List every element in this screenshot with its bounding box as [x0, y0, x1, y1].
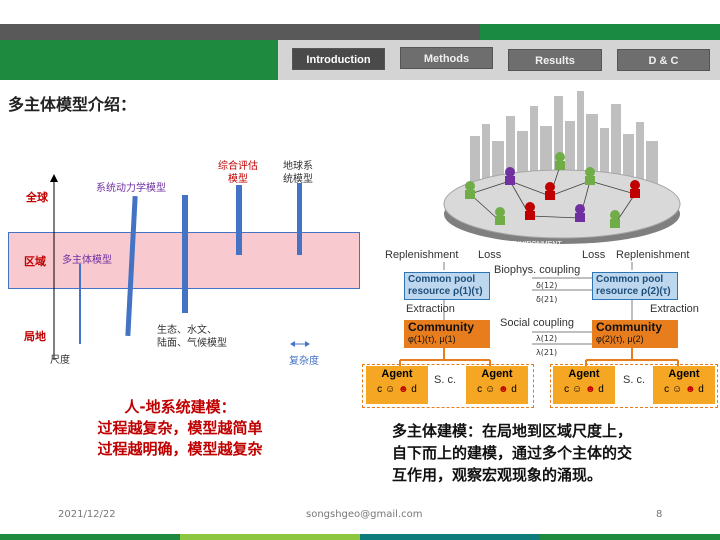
devil-icon: ☻ [497, 384, 509, 395]
environment-label: ENVIRONMENT [510, 241, 562, 248]
abm-bar [79, 264, 81, 344]
pool-right-box: Common pool resource ρ(2)(τ) [592, 272, 678, 300]
lambda12: λ(12) [536, 334, 558, 343]
agent-label-3: Agent [568, 368, 600, 380]
devil-icon: ☻ [584, 384, 596, 395]
tab-d-and-c[interactable]: D & C [617, 49, 710, 71]
tab-results[interactable]: Results [508, 49, 602, 71]
tab-methods[interactable]: Methods [400, 47, 493, 69]
agent-box-2: Agent c ☺ ☻ d [466, 366, 528, 404]
devil-icon: ☻ [397, 384, 409, 395]
right-caption-line2: 自下而上的建模，通过多个主体的交 [392, 444, 633, 462]
scale-label-local: 局地 [24, 330, 46, 343]
agent-box-4: Agent c ☺ ☻ d [653, 366, 715, 404]
left-caption: 人-地系统建模： 过程越复杂，模型越简单 过程越明确，模型越复杂 [60, 397, 300, 460]
left-caption-line2: 过程越复杂，模型越简单 [97, 419, 263, 437]
agent-c-3: c [564, 384, 570, 395]
esm-label-line2: 统模型 [283, 174, 313, 185]
iam-label-line2: 模型 [228, 174, 248, 185]
agent-group-right [550, 364, 718, 408]
bottom-strip-lime [180, 534, 360, 540]
esm-label-line1: 地球系 [283, 161, 313, 172]
community-right-params: φ(2)(τ), μ(2) [596, 334, 644, 344]
agent-c-4: c [664, 384, 670, 395]
smiley-icon: ☺ [484, 384, 496, 395]
pool-right-line2: resource ρ(2)(τ) [596, 286, 671, 297]
header-green-band [0, 40, 278, 80]
agent-c-1: c [377, 384, 383, 395]
chart-axes [50, 174, 58, 360]
agent-group-left [362, 364, 534, 408]
agent-d-1: d [411, 384, 417, 395]
coupling-arrows [399, 262, 679, 366]
agent-d-2: d [511, 384, 517, 395]
bottom-strip-teal [360, 534, 540, 540]
sd-label: 系统动力学模型 [96, 183, 166, 194]
bottom-strip-green [0, 534, 180, 540]
tab-introduction[interactable]: Introduction [292, 48, 385, 70]
right-caption-line1: 多主体建模：在局地到区域尺度上， [392, 422, 633, 440]
left-caption-line3: 过程越明确，模型越复杂 [97, 440, 263, 458]
delta12: δ(12) [536, 281, 558, 290]
slide-title: 多主体模型介绍： [8, 95, 137, 114]
iam-bar [236, 185, 242, 255]
loss-left: Loss [478, 249, 502, 261]
agent-box-3: Agent c ☺ ☻ d [553, 366, 615, 404]
right-caption-line3: 互作用，观察宏观现象的涌现。 [392, 466, 603, 484]
community-right-box: Community φ(2)(τ), μ(2) [592, 320, 678, 348]
agent-d-4: d [698, 384, 704, 395]
replenishment-right: Replenishment [616, 249, 690, 261]
top-accent-bar [480, 24, 720, 40]
agent-label-2: Agent [481, 368, 513, 380]
devil-icon: ☻ [684, 384, 696, 395]
loss-right: Loss [582, 249, 606, 261]
pool-left-box: Common pool resource ρ(1)(τ) [404, 272, 490, 300]
footer-date: 2021/12/22 [58, 509, 116, 520]
coupling-diagram: Replenishment Loss Loss Replenishment Bi… [360, 248, 720, 410]
community-left-title: Community [408, 320, 474, 334]
abm-label: 多主体模型 [62, 255, 112, 266]
agent-c-2: c [477, 384, 483, 395]
extraction-right: Extraction [650, 303, 699, 315]
x-axis-label: 尺度 [50, 355, 70, 366]
agent-label-1: Agent [381, 368, 413, 380]
bottom-strip-green-2 [540, 534, 720, 540]
replenishment-left: Replenishment [385, 249, 459, 261]
eco-label-line2: 陆面、气候模型 [157, 338, 227, 349]
footer-page-number: 8 [656, 509, 663, 520]
eco-bar [182, 195, 188, 313]
agent-d-3: d [598, 384, 604, 395]
scale-label-regional: 区域 [24, 255, 46, 268]
delta21: δ(21) [536, 295, 558, 304]
pool-left-line2: resource ρ(1)(τ) [408, 286, 483, 297]
city-environment-illustration: ENVIRONMENT [443, 91, 681, 248]
smiley-icon: ☺ [384, 384, 396, 395]
pool-right-line1: Common pool [596, 274, 664, 285]
agent-label-4: Agent [668, 368, 700, 380]
smiley-icon: ☺ [571, 384, 583, 395]
lambda21: λ(21) [536, 348, 558, 357]
left-caption-line1: 人-地系统建模： [124, 398, 236, 416]
social-coupling-label: Social coupling [500, 317, 574, 329]
scale-label-global: 全球 [26, 191, 48, 204]
esm-bar [297, 183, 302, 255]
extraction-left: Extraction [406, 303, 455, 315]
community-left-box: Community φ(1)(τ), μ(1) [404, 320, 490, 348]
smiley-icon: ☺ [671, 384, 683, 395]
sc-left: S. c. [434, 374, 457, 386]
footer-email: songshgeo@gmail.com [306, 509, 423, 520]
sc-right: S. c. [623, 374, 646, 386]
community-right-title: Community [596, 320, 662, 334]
community-left-params: φ(1)(τ), μ(1) [408, 334, 456, 344]
biophys-coupling-label: Biophys. coupling [494, 264, 581, 276]
double-arrow-icon [290, 341, 310, 347]
agent-box-1: Agent c ☺ ☻ d [366, 366, 428, 404]
iam-label-line1: 综合评估 [218, 161, 258, 172]
right-caption: 多主体建模：在局地到区域尺度上， 自下而上的建模，通过多个主体的交 互作用，观察… [392, 420, 712, 486]
complexity-label: 复杂度 [289, 356, 319, 367]
pool-left-line1: Common pool [408, 274, 476, 285]
eco-label-line1: 生态、水文、 [157, 325, 217, 336]
